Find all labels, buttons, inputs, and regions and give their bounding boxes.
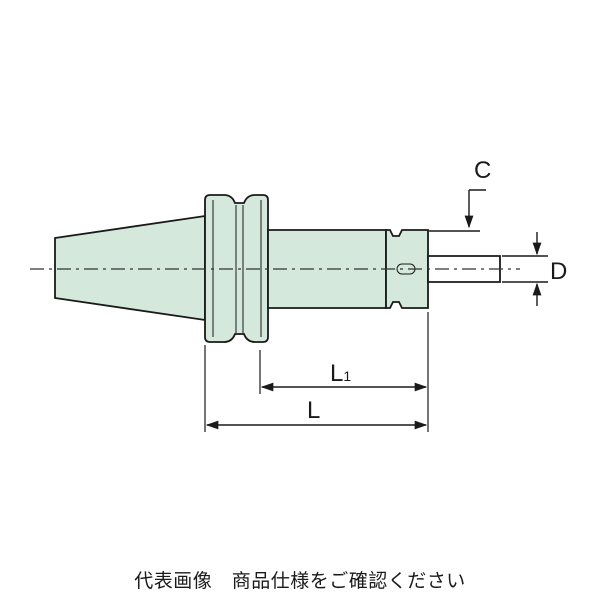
label-d: D: [550, 258, 567, 285]
label-l1: L1: [330, 360, 351, 387]
label-l: L: [307, 397, 320, 424]
dimension-d: [502, 232, 548, 306]
extension-lines: [204, 312, 429, 432]
caption: 代表画像 商品仕様をご確認ください: [134, 570, 466, 592]
clamping-nut: [385, 229, 429, 309]
taper-shank: [54, 214, 206, 322]
dimension-c: [429, 189, 486, 232]
label-c: C: [474, 157, 491, 184]
